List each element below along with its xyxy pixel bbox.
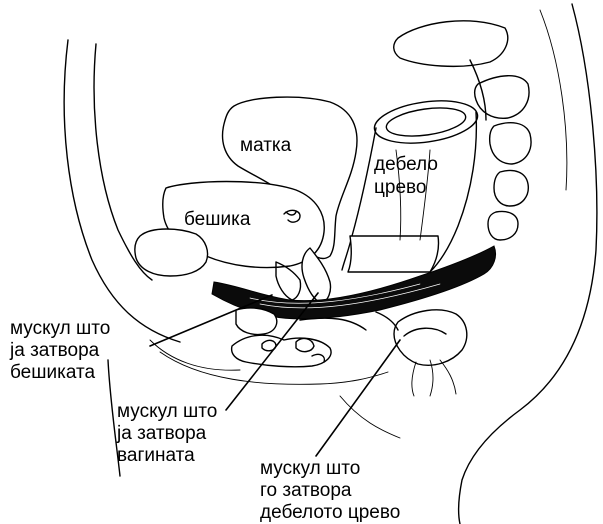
label-vagina-muscle-line1: мускул што — [117, 401, 217, 422]
label-bladder: бешика — [184, 209, 250, 230]
label-bladder-muscle-line3: бешиката — [10, 362, 95, 383]
label-bladder-muscle-line1: мускул што — [10, 318, 110, 339]
pubic-bone — [135, 229, 208, 276]
label-rectum-muscle-line1: мускул што — [260, 458, 360, 479]
label-rectum-muscle-line3: дебелото црево — [260, 502, 400, 523]
anus — [376, 310, 467, 396]
label-uterus: матка — [240, 135, 291, 156]
label-vagina-muscle-line3: вагината — [117, 445, 195, 466]
label-colon-line1: дебело — [374, 154, 438, 175]
label-rectum-muscle-line2: го затвора — [260, 480, 352, 501]
label-vagina-muscle-line2: ја затвора — [117, 423, 206, 444]
label-bladder-muscle-line2: ја затвора — [10, 340, 99, 361]
label-colon-line2: црево — [374, 177, 426, 198]
